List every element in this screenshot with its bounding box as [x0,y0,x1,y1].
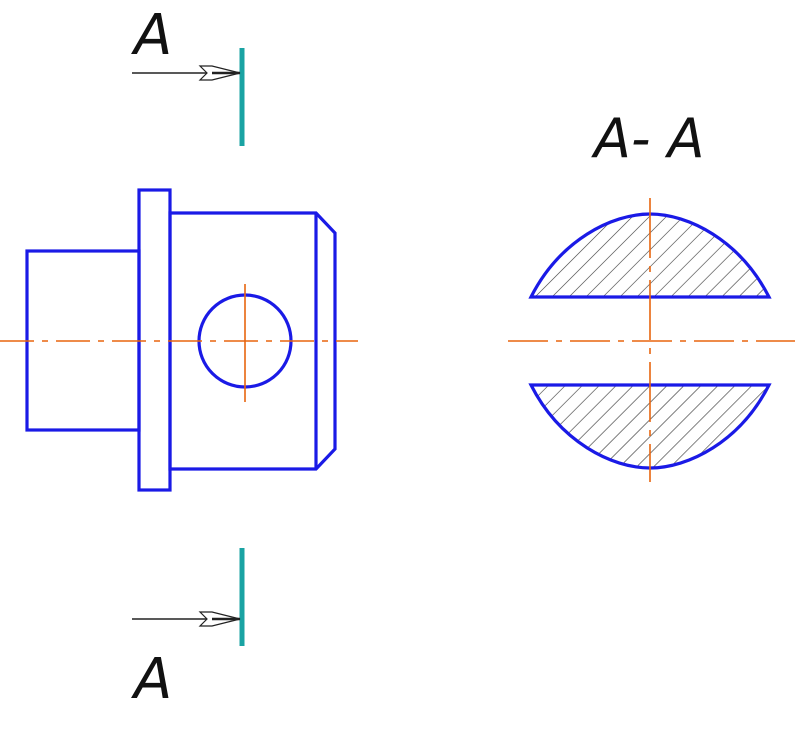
front-view-centerlines [0,284,358,402]
flange [137,188,172,492]
front-view [25,188,337,492]
section-title: A- A [594,107,705,170]
section-view-centerlines [508,198,795,482]
cutting-plane-top [132,48,245,146]
cut-label-bottom: A [134,647,173,712]
cut-label-top: A [134,3,173,68]
cutting-plane-bottom [132,548,245,646]
